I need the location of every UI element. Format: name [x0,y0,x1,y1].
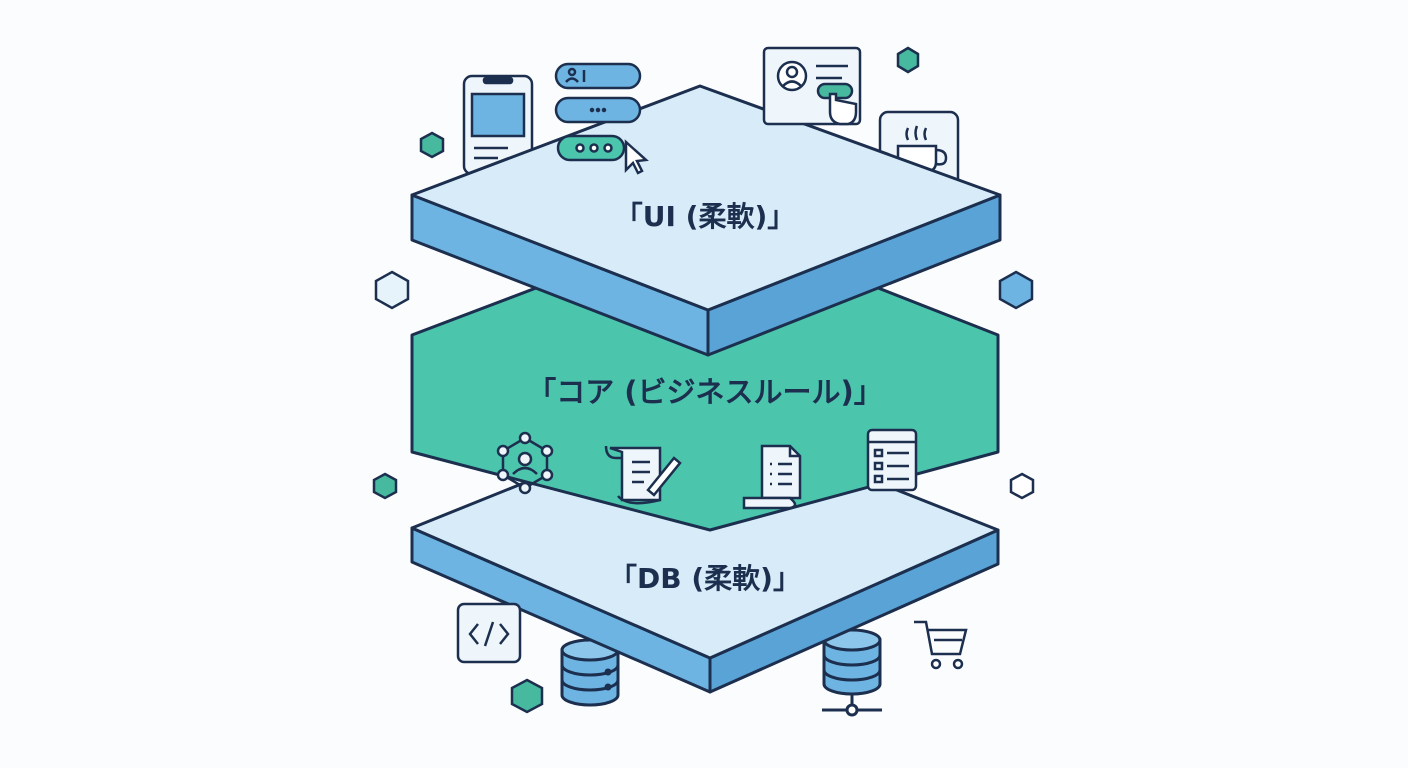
hexagon-shape [372,472,398,500]
code-icon [456,602,522,664]
contract-scroll-icon [604,445,682,505]
password-field-icon [556,134,626,162]
hexagon-shape [1009,472,1035,500]
network-user-icon [496,431,554,495]
shopping-cart-icon [914,620,968,670]
hexagon-shape [998,270,1034,310]
hexagon-shape [374,270,410,310]
core-layer-label: 「コア (ビジネスルール)」 [527,375,883,409]
pointer-hand-icon [816,82,858,126]
document-icon [742,444,802,510]
mobile-phone-icon [462,74,534,176]
checklist-icon [866,428,918,492]
decorative-hexagons [372,46,1035,714]
database-network-icon [822,628,882,717]
ui-layer-label: 「UI (柔軟)」 [615,200,796,233]
database-icon [560,638,620,707]
text-input-field-icon [554,96,642,124]
hexagon-shape [510,678,544,714]
user-input-field-icon [554,62,642,90]
hexagon-shape [896,46,920,74]
hexagon-shape [419,131,445,159]
db-layer-label: 「DB (柔軟)」 [609,562,801,595]
mouse-cursor-icon [624,139,649,175]
